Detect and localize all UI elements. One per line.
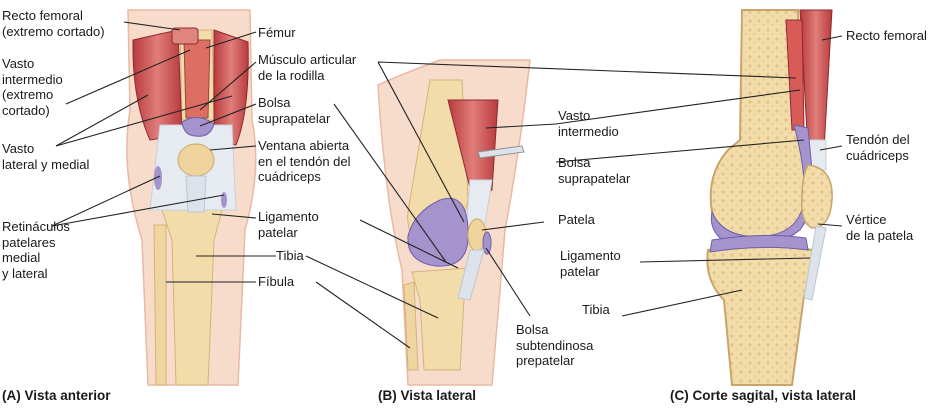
suprapatellar-bursa-b — [407, 198, 469, 267]
label-patela-b: Patela — [558, 212, 595, 227]
caption-panel-b: (B) Vista lateral — [378, 388, 477, 403]
label-ligamento-patelar-c: Ligamento patelar — [560, 248, 621, 279]
panel-a-anterior — [126, 9, 257, 386]
label-ligamento-patelar-a: Ligamento patelar — [258, 209, 319, 240]
rectus-femoris-cut-a — [171, 27, 199, 45]
label-recto-femoral-c: Recto femoral — [846, 28, 927, 43]
label-vasto-intermedio-a: Vasto intermedio (extremo cortado) — [2, 56, 63, 118]
bursa-side-a2 — [221, 192, 227, 208]
patellar-ligament-b — [457, 249, 485, 301]
label-retinaculos-a: Retináculos patelares medial y lateral — [2, 219, 70, 281]
label-tibia-c: Tibia — [582, 302, 610, 317]
caption-panel-a: (A) Vista anterior — [2, 388, 111, 403]
panel-c-sagittal — [706, 9, 833, 386]
label-vertice-patela-c: Vértice de la patela — [846, 212, 914, 243]
label-bolsa-suprapatelar-a: Bolsa suprapatelar — [258, 95, 331, 126]
label-recto-femoral-a: Recto femoral (extremo cortado) — [2, 8, 105, 39]
label-bolsa-suprapatelar-b: Bolsa suprapatelar — [558, 155, 631, 186]
leader-lines — [51, 21, 843, 349]
patellar-ligament-c — [803, 225, 827, 301]
joint-space-c — [709, 234, 809, 253]
label-vasto-lateral-medial-a: Vasto lateral y medial — [2, 141, 90, 172]
vastus-intermedius-a — [183, 39, 211, 119]
panel-b-lateral — [377, 59, 531, 386]
retractor-b — [477, 145, 525, 159]
label-tendon-cuadriceps-c: Tendón del cuádriceps — [846, 132, 910, 163]
quadriceps-b — [447, 99, 499, 197]
patella-c — [800, 164, 833, 229]
label-fibula-a: Fíbula — [258, 274, 295, 289]
patellar-ligament-a — [185, 175, 207, 213]
prepatellar-bursa-b — [482, 231, 492, 255]
caption-panel-c: (C) Corte sagital, vista lateral — [670, 388, 857, 403]
suprapatellar-bursa-a — [181, 117, 215, 137]
label-bolsa-subtendinosa-b: Bolsa subtendinosa prepatelar — [516, 322, 594, 368]
label-musculo-articular-a: Músculo articular de la rodilla — [258, 52, 357, 83]
fibula-a — [153, 224, 167, 386]
tibia-c — [706, 244, 817, 386]
label-tibia-a: Tibia — [276, 248, 304, 263]
label-ventana-a: Ventana abierta en el tendón del cuádric… — [258, 138, 351, 184]
label-vasto-intermedio-b: Vasto intermedio — [558, 108, 619, 139]
vastus-medialis-a — [213, 29, 249, 146]
patella-a — [177, 143, 215, 177]
label-femur-a: Fémur — [258, 25, 296, 40]
bursa-side-a — [154, 166, 162, 190]
